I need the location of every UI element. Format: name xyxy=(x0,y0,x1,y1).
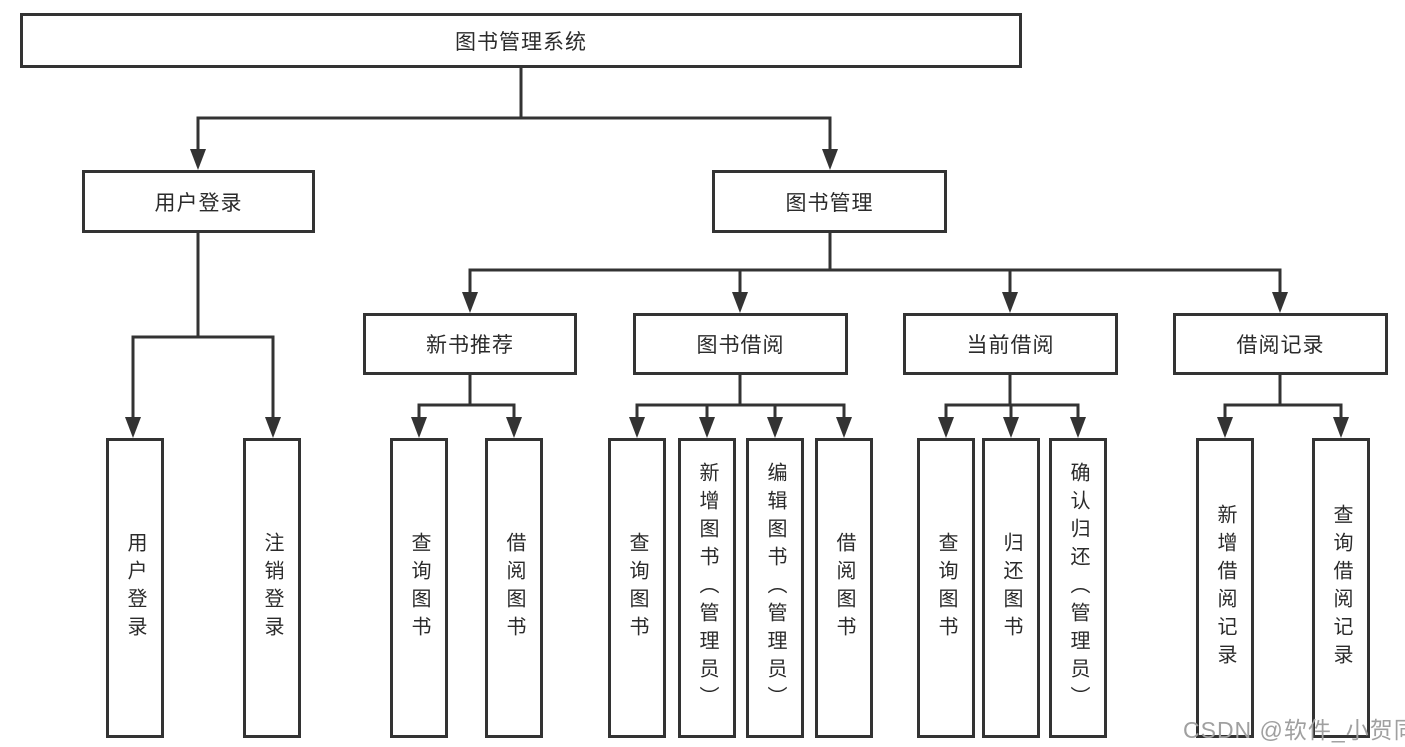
leaf-query-borrow-record: 查询借阅记录 xyxy=(1312,438,1370,738)
node-new-book-recommend-label: 新书推荐 xyxy=(426,334,514,357)
leaf-borrow-books-label: 借阅图书 xyxy=(833,532,855,644)
leaf-query-borrow-record-label: 查询借阅记录 xyxy=(1330,504,1352,672)
leaf-add-book-admin-label: 新增图书（管理员） xyxy=(696,462,718,714)
leaf-add-borrow-record-label: 新增借阅记录 xyxy=(1214,504,1236,672)
leaf-edit-book-admin: 编辑图书（管理员） xyxy=(746,438,804,738)
leaf-add-borrow-record: 新增借阅记录 xyxy=(1196,438,1254,738)
leaf-query-books-recommend-label: 查询图书 xyxy=(408,532,430,644)
node-user-login: 用户登录 xyxy=(82,170,315,233)
node-book-management-label: 图书管理 xyxy=(785,191,874,215)
leaf-query-books-current: 查询图书 xyxy=(917,438,975,738)
leaf-edit-book-admin-label: 编辑图书（管理员） xyxy=(764,462,786,714)
node-book-borrow-label: 图书借阅 xyxy=(696,334,785,357)
node-borrow-records: 借阅记录 xyxy=(1173,313,1388,375)
arrowheads xyxy=(125,149,1349,438)
leaf-borrow-books: 借阅图书 xyxy=(815,438,873,738)
leaf-confirm-return-admin: 确认归还（管理员） xyxy=(1049,438,1107,738)
leaf-borrow-books-recommend-label: 借阅图书 xyxy=(503,532,525,644)
node-user-login-label: 用户登录 xyxy=(154,191,243,215)
leaf-user-login: 用户登录 xyxy=(106,438,164,738)
node-current-borrow-label: 当前借阅 xyxy=(966,334,1055,357)
leaf-return-book-label: 归还图书 xyxy=(1000,532,1022,644)
node-book-borrow: 图书借阅 xyxy=(633,313,848,375)
node-book-management: 图书管理 xyxy=(712,170,947,233)
node-library-system-label: 图书管理系统 xyxy=(455,30,587,54)
node-current-borrow: 当前借阅 xyxy=(903,313,1118,375)
leaf-logout-label: 注销登录 xyxy=(261,532,283,644)
leaf-return-book: 归还图书 xyxy=(982,438,1040,738)
leaf-borrow-books-recommend: 借阅图书 xyxy=(485,438,543,738)
leaf-logout: 注销登录 xyxy=(243,438,301,738)
csdn-watermark: CSDN @软件_小贺同学 xyxy=(1183,717,1405,743)
leaf-query-books-borrow-label: 查询图书 xyxy=(626,532,648,644)
node-new-book-recommend: 新书推荐 xyxy=(363,313,577,375)
leaf-query-books-borrow: 查询图书 xyxy=(608,438,666,738)
leaf-query-books-current-label: 查询图书 xyxy=(935,532,957,644)
node-borrow-records-label: 借阅记录 xyxy=(1236,334,1325,357)
leaf-confirm-return-admin-label: 确认归还（管理员） xyxy=(1067,462,1089,714)
leaf-query-books-recommend: 查询图书 xyxy=(390,438,448,738)
node-library-system: 图书管理系统 xyxy=(20,13,1022,68)
leaf-add-book-admin: 新增图书（管理员） xyxy=(678,438,736,738)
leaf-user-login-label: 用户登录 xyxy=(124,532,146,644)
